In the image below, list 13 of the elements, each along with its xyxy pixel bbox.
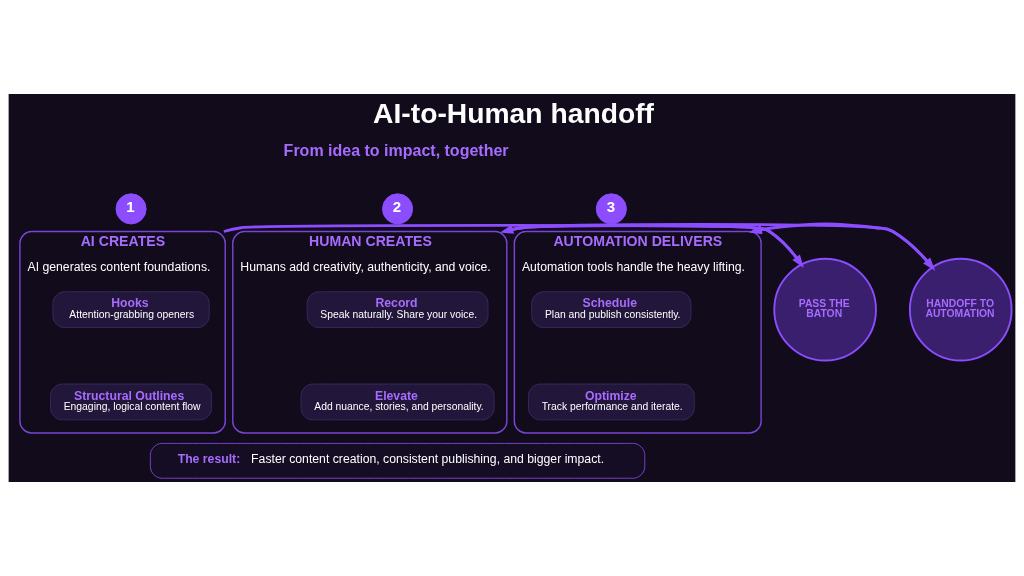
node-box: Schedule Plan and publish consistently. xyxy=(531,291,692,329)
node-circle: PASS THE BATON xyxy=(773,257,877,362)
label: From idea to impact, together xyxy=(283,142,509,160)
node-box: Structural Outlines Engaging, logical content flow xyxy=(50,383,213,421)
node-circle: 3 xyxy=(595,193,627,225)
node-circle: 1 xyxy=(115,193,147,225)
node-circle: 2 xyxy=(382,193,414,225)
node-box: The result: Faster content creation, consistent publishing, and bigger impact. xyxy=(149,442,646,479)
node-box: Hooks Attention-grabbing openers xyxy=(52,291,210,329)
node-box: Record Speak naturally. Share your voice. xyxy=(306,291,489,329)
node-box: Elevate Add nuance, stories, and personality. xyxy=(300,383,495,421)
node-box: Optimize Track performance and iterate. xyxy=(528,383,695,421)
diagram-title: AI-to-Human handoff xyxy=(373,97,654,130)
